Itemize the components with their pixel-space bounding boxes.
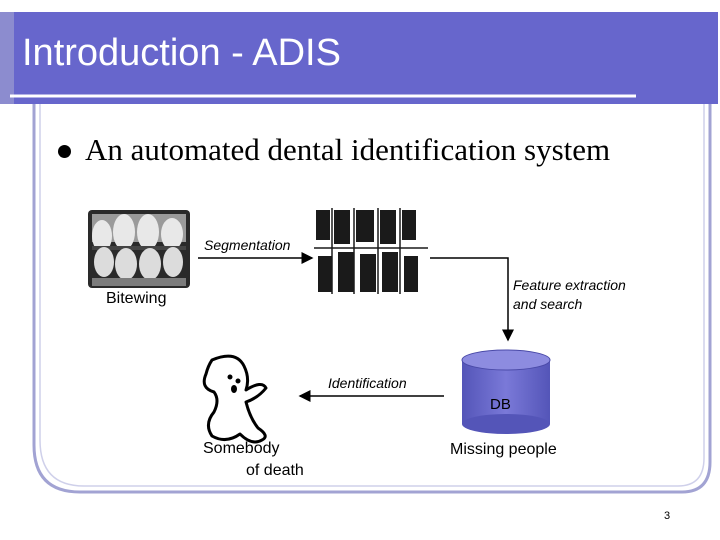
segmented-image	[314, 208, 428, 294]
page-number: 3	[664, 510, 671, 522]
db-cylinder	[461, 349, 551, 434]
identification-label: Identification	[328, 375, 407, 391]
feature-label-line1: Feature extraction	[513, 277, 626, 293]
bullet-item: An automated dental identification syste…	[58, 132, 610, 168]
somebody-label-line2: of death	[246, 462, 304, 479]
feature-label-line2: and search	[513, 296, 583, 312]
ghost-icon	[202, 354, 268, 444]
header-bar	[10, 12, 718, 104]
bitewing-image	[88, 210, 190, 288]
db-label: DB	[490, 396, 511, 413]
bullet-text: An automated dental identification syste…	[85, 132, 611, 167]
slide-title: Introduction - ADIS	[22, 32, 341, 74]
bitewing-label: Bitewing	[106, 290, 167, 307]
missing-people-label: Missing people	[450, 441, 557, 458]
feature-arrow	[430, 257, 514, 342]
segmentation-label: Segmentation	[204, 237, 291, 253]
somebody-label-line1: Somebody	[203, 440, 280, 457]
bullet-dot-icon	[58, 144, 71, 158]
